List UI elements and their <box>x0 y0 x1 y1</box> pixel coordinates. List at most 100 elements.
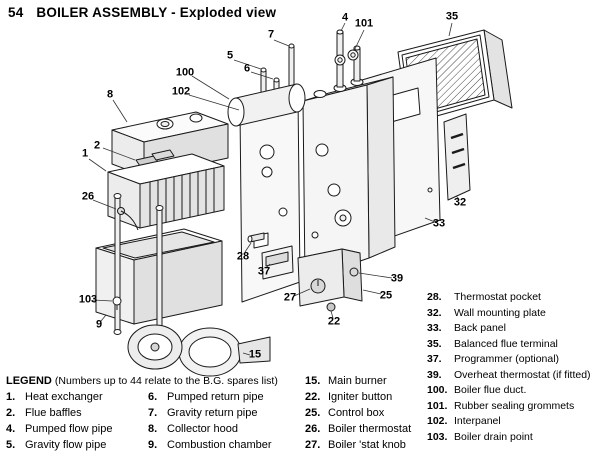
legend-item: 1.Heat exchanger <box>6 391 146 404</box>
legend-item: 102. Interpanel <box>427 415 609 427</box>
legend-item-number: 5. <box>6 439 16 451</box>
leader-lines <box>88 22 460 356</box>
legend-item-label: Combustion chamber <box>167 439 272 451</box>
legend-item-number: 35. <box>427 337 442 350</box>
legend-item-label: Balanced flue terminal <box>454 337 558 350</box>
legend-item-label: Boiler flue duct. <box>454 384 527 396</box>
thermostat-pocket-drawing <box>247 232 265 243</box>
legend-item-label: Gravity flow pipe <box>25 439 107 451</box>
legend-item-number: 26. <box>305 423 321 435</box>
legend-item-label: Boiler 'stat knob <box>328 439 406 451</box>
legend-item-label: Thermostat pocket <box>454 291 541 303</box>
callout-33: 33 <box>432 217 446 230</box>
legend-item-number: 101. <box>427 399 448 412</box>
callout-35: 35 <box>445 10 459 23</box>
exploded-view-drawing <box>88 22 513 377</box>
legend-item-number: 33. <box>427 322 442 334</box>
control-box-drawing <box>297 248 363 312</box>
legend-item-number: 7. <box>148 407 158 419</box>
legend-item-label: Pumped flow pipe <box>25 423 113 435</box>
programmer-drawing <box>261 245 294 280</box>
callout-26: 26 <box>81 190 95 203</box>
legend-column-2: 6. Pumped return pipe 7. Gravity return pi… <box>148 391 304 455</box>
legend-item-label: Main burner <box>328 375 387 387</box>
callout-7: 7 <box>267 28 275 41</box>
legend-item: 103. Boiler drain point <box>427 431 609 443</box>
legend-item-label: Pumped return pipe <box>167 391 264 403</box>
callout-102: 102 <box>171 85 191 98</box>
legend-column-1: 1.Heat exchanger 2. Flue baffles 4. Pumped… <box>6 391 146 455</box>
legend-item-number: 103. <box>427 430 448 443</box>
callout-15: 15 <box>248 348 262 361</box>
callout-39: 39 <box>390 272 404 285</box>
legend-item-number: 15. <box>305 375 321 387</box>
legend-column-3: 15. Main burner 22. Igniter button 25. Cont… <box>305 375 433 455</box>
legend-item: 26. Boiler thermostat <box>305 423 433 436</box>
callout-5: 5 <box>226 49 234 62</box>
callout-22: 22 <box>327 315 341 328</box>
wall-mounting-plate-drawing <box>443 113 471 201</box>
legend-item-label: Programmer (optional) <box>454 353 560 365</box>
legend-item-number: 2. <box>6 407 16 419</box>
legend-item-label: Flue baffles <box>25 407 82 419</box>
legend-item-number: 37. <box>427 353 442 365</box>
legend-item: 32. Wall mounting plate <box>427 307 609 319</box>
legend-item-label: Interpanel <box>454 415 501 427</box>
legend-item: 39.Overheat thermostat (if fitted) <box>427 369 609 381</box>
legend-item-number: 28. <box>427 291 442 303</box>
legend-item-number: 6. <box>148 391 158 403</box>
legend-item-label: Igniter button <box>328 391 393 403</box>
burner-drawing <box>127 324 271 377</box>
legend-item: 27. Boiler 'stat knob <box>305 439 433 452</box>
rubber-grommets-drawing <box>334 49 359 66</box>
page-header: 54 BOILER ASSEMBLY - Exploded view <box>8 5 276 20</box>
legend-item: 28. Thermostat pocket <box>427 291 609 303</box>
legend-item: 22. Igniter button <box>305 391 433 404</box>
legend-item-label: Control box <box>328 407 385 419</box>
legend-item: 25. Control box <box>305 407 433 420</box>
flue-duct-drawing <box>227 83 306 127</box>
legend-item-label: Boiler drain point <box>454 430 533 443</box>
callout-25: 25 <box>379 289 393 302</box>
callout-28: 28 <box>236 250 250 263</box>
legend-item-number: 32. <box>427 306 442 319</box>
callout-4: 4 <box>341 11 349 24</box>
legend-item-number: 22. <box>305 391 321 403</box>
legend-item-label: Boiler thermostat <box>328 423 412 435</box>
legend-item-label: Wall mounting plate <box>454 306 546 319</box>
legend-item: 7. Gravity return pipe <box>148 407 304 420</box>
legend-item: 5. Gravity flow pipe <box>6 439 146 452</box>
legend-item: 101.Rubber sealing grommets <box>427 400 609 412</box>
legend-item-number: 4. <box>6 423 16 435</box>
legend-item-label: Back panel <box>454 322 506 334</box>
callout-9: 9 <box>95 318 103 331</box>
legend-note: (Numbers up to 44 relate to the B.G. spa… <box>54 375 278 387</box>
legend-item-number: 100. <box>427 384 448 396</box>
callout-27: 27 <box>283 291 297 304</box>
callout-8: 8 <box>106 88 114 101</box>
legend-item: 9. Combustion chamber <box>148 439 304 452</box>
legend-item-number: 102. <box>427 415 448 427</box>
callout-2: 2 <box>93 139 101 152</box>
legend-title: LEGEND <box>6 375 52 387</box>
boiler-casing-drawing <box>302 76 396 281</box>
callout-37: 37 <box>257 265 271 278</box>
legend-column-right: 28. Thermostat pocket 32. Wall mounting pl… <box>427 291 609 446</box>
legend-item: 35. Balanced flue terminal <box>427 338 609 350</box>
callout-100: 100 <box>175 66 195 79</box>
legend-item-label: Gravity return pipe <box>167 407 258 419</box>
legend-item-label: Heat exchanger <box>25 391 103 403</box>
legend-item: 37. Programmer (optional) <box>427 353 609 365</box>
callout-6: 6 <box>243 62 251 75</box>
legend-item-number: 25. <box>305 407 321 419</box>
legend-item-number: 39. <box>427 368 442 381</box>
legend-item-number: 27. <box>305 439 321 451</box>
legend-item: 6. Pumped return pipe <box>148 391 304 404</box>
legend-item-number: 9. <box>148 439 158 451</box>
callout-1: 1 <box>81 147 89 160</box>
legend-item: 33. Back panel <box>427 322 609 334</box>
legend-header: LEGEND (Numbers up to 44 relate to the B… <box>6 375 278 387</box>
legend-item: 8.Collector hood <box>148 423 304 436</box>
legend-item-number: 8. <box>148 423 158 435</box>
